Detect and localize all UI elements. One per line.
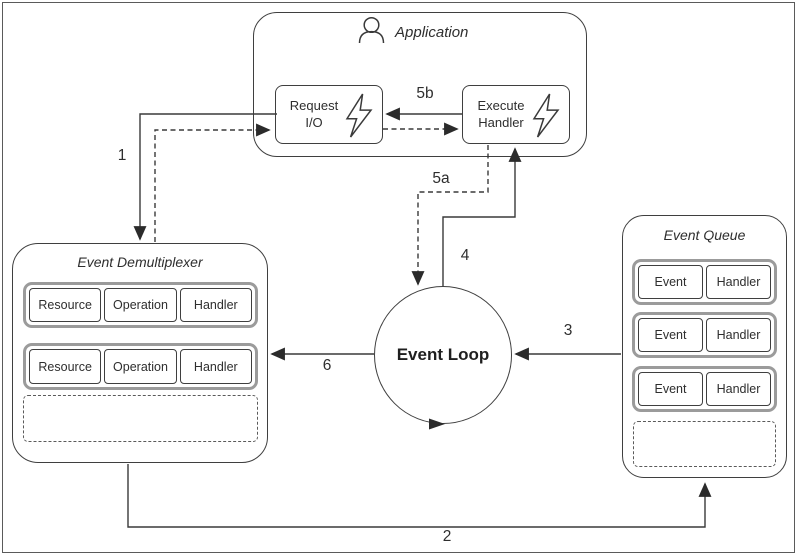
queue-empty-slot	[633, 421, 776, 467]
step-label-5a: 5a	[432, 170, 450, 187]
event-cell: Event	[638, 265, 703, 299]
handler-cell: Handler	[706, 318, 771, 352]
demux-empty-slot	[23, 395, 258, 442]
request-io-label: Request I/O	[289, 98, 339, 130]
step-label-2: 2	[442, 528, 452, 545]
demux-row: Resource Operation Handler	[23, 282, 258, 328]
execute-handler-label: Execute Handler	[477, 98, 525, 130]
event-demultiplexer-title: Event Demultiplexer	[77, 254, 203, 270]
operation-cell: Operation	[104, 349, 177, 384]
event-demultiplexer-box: Event Demultiplexer Resource Operation H…	[12, 243, 268, 463]
event-loop-label: Event Loop	[396, 345, 490, 364]
application-title: Application	[395, 24, 469, 41]
request-io-box: Request I/O	[275, 85, 383, 144]
event-loop-circle: Event Loop	[374, 286, 512, 424]
handler-cell: Handler	[706, 265, 771, 299]
event-cell: Event	[638, 372, 703, 406]
handler-cell: Handler	[706, 372, 771, 406]
step-label-3: 3	[563, 322, 573, 339]
event-queue-title: Event Queue	[663, 227, 746, 243]
resource-cell: Resource	[29, 349, 102, 384]
handler-cell: Handler	[179, 288, 252, 322]
demux-row: Resource Operation Handler	[23, 343, 258, 390]
execute-handler-box: Execute Handler	[462, 85, 570, 144]
handler-cell: Handler	[179, 349, 252, 384]
resource-cell: Resource	[29, 288, 102, 322]
queue-row: Event Handler	[632, 366, 777, 412]
step-label-1: 1	[117, 147, 127, 164]
step-label-6: 6	[322, 357, 332, 374]
operation-cell: Operation	[104, 288, 177, 322]
step-label-5b: 5b	[416, 85, 434, 102]
event-cell: Event	[638, 318, 703, 352]
queue-row: Event Handler	[632, 259, 777, 305]
step-label-4: 4	[460, 247, 470, 264]
queue-row: Event Handler	[632, 312, 777, 358]
event-queue-box: Event Queue Event Handler Event Handler …	[622, 215, 787, 478]
